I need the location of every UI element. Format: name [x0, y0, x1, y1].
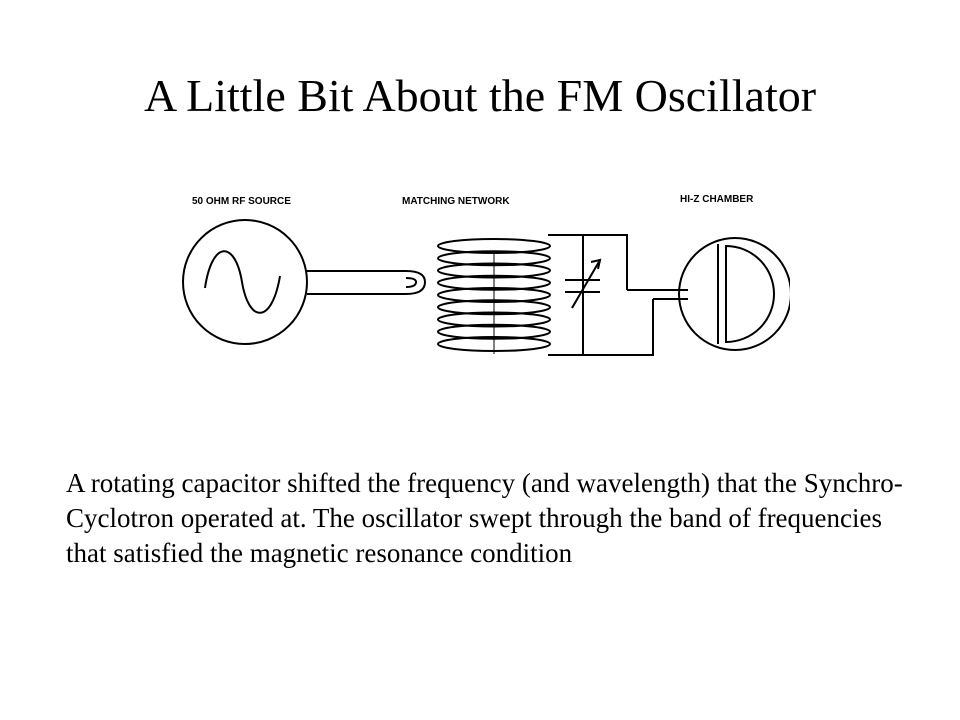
transmission-line-end: [405, 270, 427, 295]
arrow-head: [590, 258, 602, 270]
label-hi-z-chamber: HI-Z CHAMBER: [680, 194, 754, 205]
chamber-dee: [725, 244, 775, 344]
capacitor-top-wire: [548, 234, 628, 290]
variable-capacitor-arrow: [571, 259, 601, 309]
rf-source-circle: [182, 219, 308, 345]
inductor-coil: [437, 238, 551, 354]
capacitor-bottom-wire: [548, 299, 654, 356]
sine-wave-icon: [204, 250, 281, 314]
label-matching-network: MATCHING NETWORK: [402, 196, 510, 207]
slide-body-text: A rotating capacitor shifted the frequen…: [66, 468, 903, 568]
chamber-circle: [678, 237, 790, 351]
coil-turn: [437, 238, 551, 254]
oscillator-circuit-diagram: 50 OHM RF SOURCE MATCHING NETWORK HI-Z C…: [182, 194, 790, 356]
slide-title: A Little Bit About the FM Oscillator: [143, 70, 817, 121]
label-rf-source: 50 OHM RF SOURCE: [192, 196, 291, 207]
